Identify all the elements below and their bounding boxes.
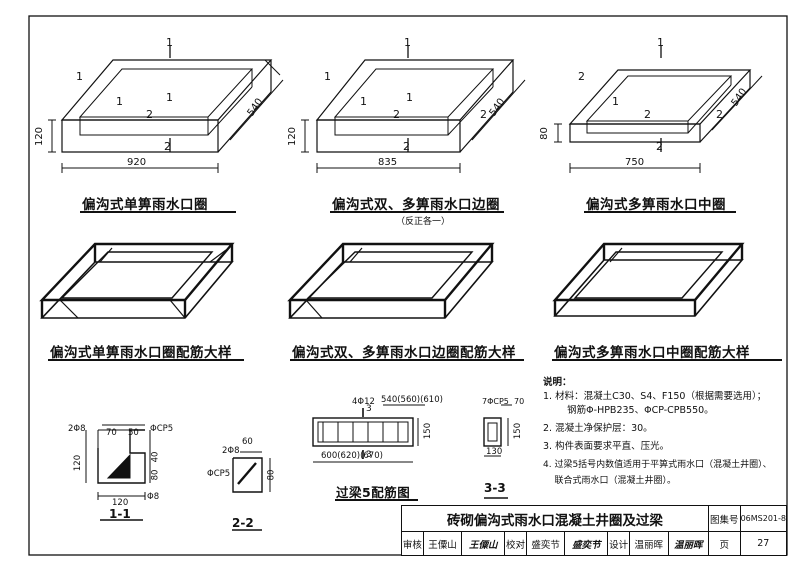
s11-dim40: 40 [150,451,161,463]
beam-caption: 过梁5配筋图 [336,485,411,500]
beam-length-bottom: 600(620)(670) [321,451,383,461]
title-block: 砖砌偏沟式雨水口混凝土井圈及过梁 图集号 06MS201-8 审核 王僳山 王僳… [401,505,788,556]
s33-dim130: 130 [486,447,503,457]
caption-d3: 偏沟式多箅雨水口中圈 [586,197,726,213]
s11-rebar: 2Φ8 [68,424,86,434]
s11-dim50: 50 [128,428,139,438]
dim-d1-width: 920 [127,157,147,168]
s11-dim80: 80 [150,469,161,481]
s11-stirrup: ΦCP5 [150,424,174,434]
section-1-1-title: 1-1 [109,507,131,521]
atlas-label: 图集号 [707,505,741,532]
beam-height: 150 [423,422,434,440]
review-name: 王僳山 [422,531,463,556]
label-d1-side: 1 [116,95,123,108]
check-signature: 盛奕节 [564,531,609,556]
subcaption-d2: （反正各一） [396,217,451,227]
s22-rebar: 2Φ8 [222,446,240,456]
frame-diagram-2 [301,45,526,173]
frame-diagram-3 [554,45,763,173]
s11-dim70: 70 [106,428,117,438]
title-block-title: 砖砌偏沟式雨水口混凝土井圈及过梁 [401,505,709,532]
label-d1-mid: 1 [166,91,173,104]
notes-item: 3. 构件表面要求平直、压光。 [543,441,670,452]
s22-stirrup: ΦCP5 [207,469,231,479]
rebar-diagram-3 [552,242,745,317]
rebar-diagram-1 [39,242,235,319]
s11-bar: Φ8 [147,492,160,502]
label-d1-inner: 2 [146,108,153,121]
s11-dim120w: 120 [112,498,129,508]
notes-item: 4. 过梁5括号内数值适用于平箅式雨水口（混凝土井圈）、 [543,460,772,470]
label-d3-top: 1 [657,36,664,49]
review-signature: 王僳山 [461,531,506,556]
label-d1-left: 1 [76,70,83,83]
label-d1-bottom: 2 [164,140,171,153]
label-d3-left: 2 [578,70,585,83]
dim-d2-width: 835 [378,157,398,168]
beam-length-top: 540(560)(610) [381,395,443,405]
rebar-diagram-2 [287,242,495,319]
dim-d2-height: 120 [287,126,299,147]
notes-title: 说明： [543,377,572,388]
label-d1-top: 1 [166,36,173,49]
notes-item: 2. 混凝土净保护层：30。 [543,423,653,434]
review-label: 审核 [401,531,424,556]
notes-item: 联合式雨水口（混凝土井圈）。 [543,476,676,486]
label-d2-side2: 1 [360,95,367,108]
label-d3-side2: 1 [612,95,619,108]
caption-rebar-1: 偏沟式单箅雨水口圈配筋大样 [50,345,232,361]
s33-rebar: 7ΦCP5 [482,397,509,406]
s22-dim60: 60 [242,437,253,447]
notes-item: 钢筋Φ-HPB235、ΦCP-CPB550。 [543,405,714,416]
caption-d1: 偏沟式单箅雨水口圈 [82,197,208,213]
caption-rebar-3: 偏沟式多箅雨水口中圈配筋大样 [554,345,750,361]
notes-item: 1. 材料：混凝土C30、S4、F150（根据需要选用）； [543,391,767,402]
s33-dim150: 150 [513,422,524,440]
s11-dim120h: 120 [73,454,84,472]
beam-section-top: 3 [366,404,372,414]
section-3-3-title: 3-3 [484,481,506,495]
caption-rebar-2: 偏沟式双、多箅雨水口边圈配筋大样 [292,345,516,361]
label-d2-inner: 2 [393,108,400,121]
page-label: 页 [707,531,741,556]
beam-drawing [312,404,425,463]
label-d2-side: 2 [480,108,487,121]
label-d2-bottom: 2 [403,140,410,153]
beam-rebar: 4Φ12 [352,397,375,407]
section-1-1-drawing [85,424,151,521]
section-3-3-drawing [483,404,512,499]
atlas-number: 06MS201-8 [739,505,788,532]
page-number: 27 [739,531,788,556]
frame-diagram-1 [48,45,284,173]
check-label: 校对 [504,531,527,556]
dim-d3-height: 80 [538,127,550,140]
s22-dim80: 80 [266,469,277,481]
design-label: 设计 [607,531,631,556]
dim-d1-height: 120 [34,126,46,147]
design-name: 温丽晖 [629,531,669,556]
design-signature: 温丽晖 [667,531,709,556]
section-2-2-drawing [232,451,271,531]
dim-d3-width: 750 [625,157,645,168]
section-2-2-title: 2-2 [232,516,254,530]
label-d2-mid: 1 [406,91,413,104]
label-d2-left: 1 [324,70,331,83]
label-d3-bottom: 2 [656,140,663,153]
beam-section-bottom: 3 [366,450,372,460]
label-d3-side: 2 [716,108,723,121]
s33-dim70: 70 [514,397,525,406]
label-d3-inner: 2 [644,108,651,121]
label-d2-top: 1 [404,36,411,49]
check-name: 盛奕节 [525,531,566,556]
caption-d2: 偏沟式双、多箅雨水口边圈 [332,197,500,213]
